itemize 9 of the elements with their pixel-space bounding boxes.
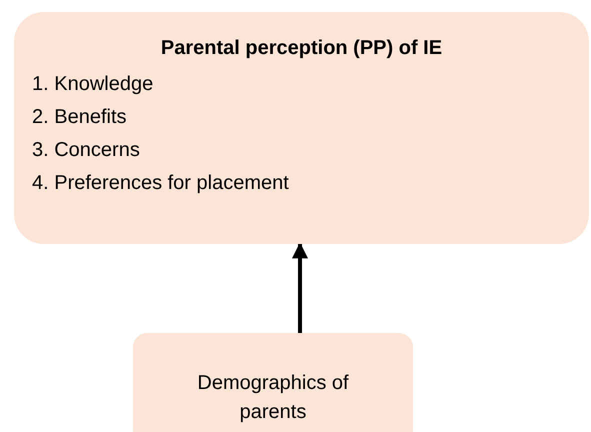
list-item: 2. Benefits xyxy=(32,105,127,129)
arrow xyxy=(292,242,308,333)
heading: Parental perception (PP) of IE xyxy=(160,36,444,60)
perception-box xyxy=(14,12,589,244)
list-item: 3. Concerns xyxy=(32,138,140,162)
node-label: Demographics of parents xyxy=(196,371,350,425)
demographics-box xyxy=(133,333,413,432)
list-item: 1. Knowledge xyxy=(32,72,154,96)
list-item: 4. Preferences for placement xyxy=(32,171,289,195)
